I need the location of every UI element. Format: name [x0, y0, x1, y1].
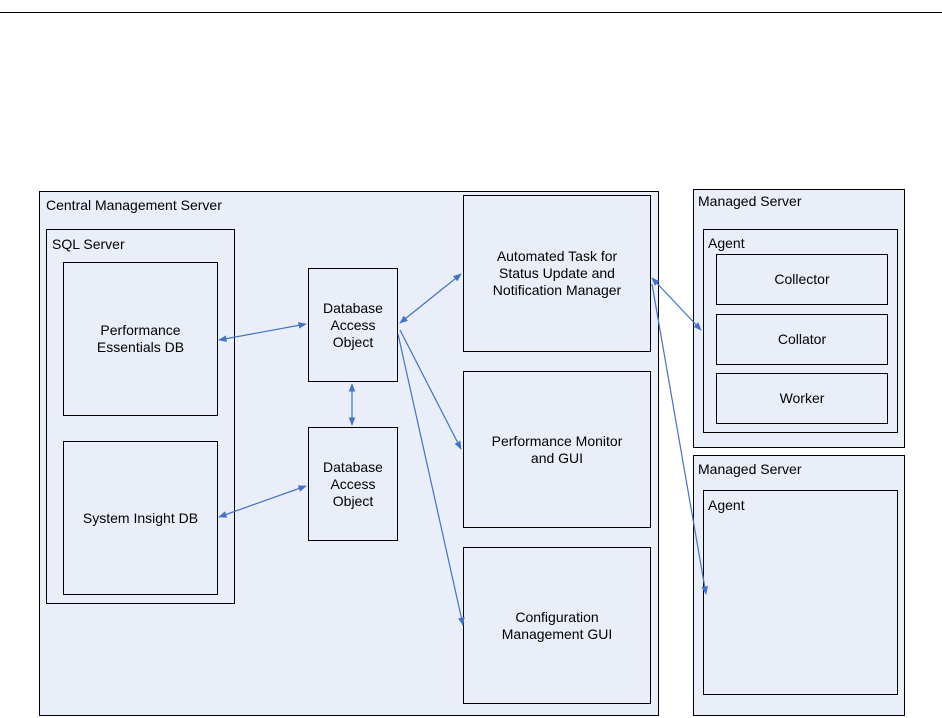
dao-bottom-line-2: Access — [330, 475, 376, 492]
automated-task-manager: Automated Task for Status Update and Not… — [463, 195, 651, 352]
config-gui-line-1: Configuration — [515, 608, 599, 625]
top-rule — [0, 12, 942, 13]
dao-top-line-3: Object — [332, 333, 374, 350]
dao-top-line-2: Access — [330, 316, 376, 333]
agent-2-title: Agent — [708, 497, 745, 513]
database-access-object-bottom: Database Access Object — [308, 427, 398, 541]
performance-monitor-gui: Performance Monitor and GUI — [463, 371, 651, 528]
automated-task-line-2: Status Update and — [499, 265, 615, 281]
collator: Collator — [716, 314, 888, 365]
dao-bottom-line-1: Database — [323, 458, 383, 475]
worker: Worker — [716, 373, 888, 424]
managed-server-1-title: Managed Server — [698, 193, 802, 209]
dao-top-line-1: Database — [323, 299, 383, 316]
database-access-object-top: Database Access Object — [308, 268, 398, 382]
system-insight-db-label: System Insight DB — [82, 509, 199, 526]
collator-label: Collator — [777, 331, 827, 347]
dao-bottom-line-3: Object — [332, 492, 374, 509]
performance-essentials-db: Performance Essentials DB — [63, 262, 218, 416]
config-gui-line-2: Management GUI — [501, 625, 613, 642]
configuration-management-gui: Configuration Management GUI — [463, 547, 651, 704]
performance-db-line-1: Performance — [100, 322, 181, 338]
managed-server-2-title: Managed Server — [698, 461, 802, 477]
sql-server-title: SQL Server — [52, 236, 125, 252]
performance-monitor-line-2: and GUI — [530, 449, 584, 466]
collector-label: Collector — [774, 271, 830, 287]
performance-db-line-2: Essentials DB — [96, 339, 185, 355]
system-insight-db: System Insight DB — [63, 441, 218, 595]
automated-task-line-3: Notification Manager — [492, 282, 622, 298]
performance-monitor-line-1: Performance Monitor — [491, 432, 623, 449]
agent-1-title: Agent — [708, 235, 745, 251]
central-management-server-title: Central Management Server — [46, 197, 222, 213]
collector: Collector — [716, 254, 888, 305]
agent-2 — [703, 490, 898, 695]
automated-task-line-1: Automated Task for — [496, 248, 618, 264]
worker-label: Worker — [779, 390, 825, 406]
